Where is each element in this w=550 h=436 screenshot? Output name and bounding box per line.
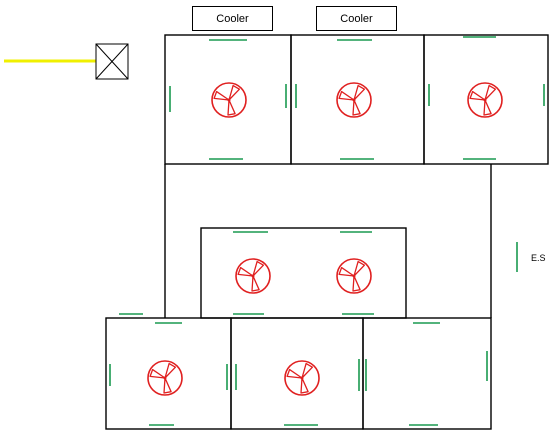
ceiling-fan-icon [336,258,372,294]
fans [147,82,503,396]
ceiling-fan-icon [467,82,503,118]
top-rooms [164,34,549,165]
cooler-label-2: Cooler [316,6,397,31]
room-bottom-2 [230,317,364,430]
emergency-strips [109,36,545,426]
cooler-label-1: Cooler [192,6,273,31]
cooler-label-2-text: Cooler [340,12,373,25]
bottom-rooms [105,317,492,430]
room-top-2 [290,34,425,165]
cooler-label-1-text: Cooler [216,12,249,25]
room-middle [200,227,407,319]
corridor-walls [164,164,492,318]
legend-label-es: E.S [531,253,546,263]
ceiling-fan-icon [284,360,320,396]
ceiling-fan-icon [336,82,372,118]
ceiling-fan-icon [235,258,271,294]
junction-box-icon [95,43,129,80]
room-top-3 [423,34,549,165]
ceiling-fan-icon [211,82,247,118]
ceiling-fan-icon [147,360,183,396]
room-bottom-3 [362,317,492,430]
